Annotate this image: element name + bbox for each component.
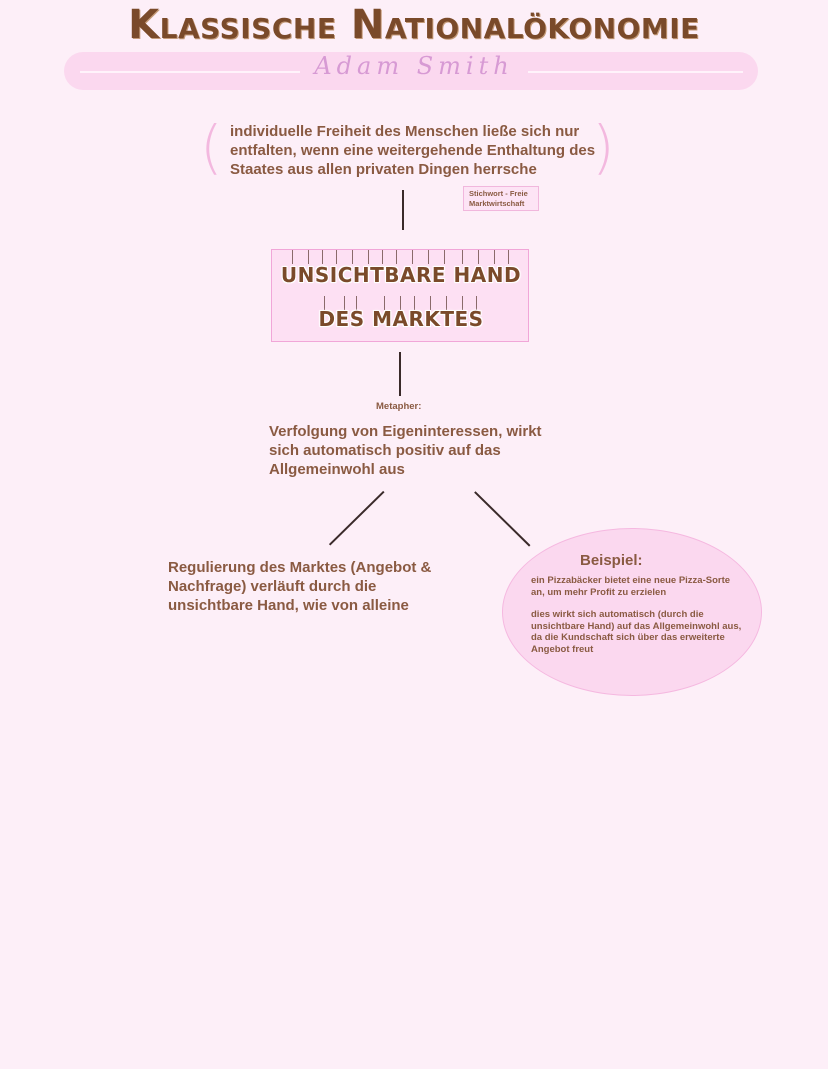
metapher-label: Metapher:: [376, 401, 422, 412]
example-title: Beispiel:: [580, 552, 643, 569]
page-title: Klassische Nationalökonomie: [128, 2, 700, 48]
connector-left-branch: [329, 491, 385, 546]
example-paragraph-1: ein Pizzabäcker bietet eine neue Pizza-S…: [531, 575, 731, 598]
subtitle-line-left: [80, 71, 300, 73]
hang-line: [322, 250, 323, 264]
hang-line: [396, 250, 397, 264]
hang-line: [382, 250, 383, 264]
hang-line: [462, 250, 463, 264]
example-paragraph-2: dies wirkt sich automatisch (durch die u…: [531, 609, 742, 655]
keyword-tag-line2: Marktwirtschaft: [469, 199, 525, 208]
example-bubble: [502, 528, 762, 696]
connector-hand-to-metapher: [399, 352, 401, 396]
keyword-tag-line1: Stichwort - Freie: [469, 189, 528, 198]
example-text: ein Pizzabäcker bietet eine neue Pizza-S…: [531, 575, 745, 666]
hang-line: [444, 250, 445, 264]
hang-line: [324, 296, 325, 310]
page-subtitle: Adam Smith: [314, 52, 514, 80]
connector-right-branch: [474, 491, 531, 547]
hang-line: [344, 296, 345, 310]
hang-line: [308, 250, 309, 264]
quote-paren-close: ): [592, 113, 615, 181]
central-concept-line2: DES MARKTES: [318, 307, 484, 331]
hang-line: [292, 250, 293, 264]
keyword-tag: Stichwort - Freie Marktwirtschaft: [463, 186, 539, 211]
hang-line: [478, 250, 479, 264]
quote-text: individuelle Freiheit des Menschen ließe…: [230, 123, 596, 178]
hang-line: [494, 250, 495, 264]
hang-line: [508, 250, 509, 264]
connector-quote-to-hand: [402, 190, 404, 230]
hang-line: [336, 250, 337, 264]
subtitle-line-right: [528, 71, 743, 73]
central-concept-box: UNSICHTBARE HAND DES MARKTES: [271, 249, 529, 342]
hang-line: [428, 250, 429, 264]
hang-line: [476, 296, 477, 310]
metapher-definition: Verfolgung von Eigeninteressen, wirkt si…: [269, 423, 542, 478]
hang-line: [446, 296, 447, 310]
market-regulation-text: Regulierung des Marktes (Angebot & Nachf…: [168, 559, 432, 614]
hang-line: [430, 296, 431, 310]
hang-line: [384, 296, 385, 310]
hang-line: [400, 296, 401, 310]
hang-line: [412, 250, 413, 264]
quote-paren-open: (: [200, 113, 223, 181]
hang-line: [352, 250, 353, 264]
central-concept-line1: UNSICHTBARE HAND: [280, 263, 522, 287]
hang-line: [462, 296, 463, 310]
hang-line: [414, 296, 415, 310]
hang-line: [356, 296, 357, 310]
hang-line: [368, 250, 369, 264]
